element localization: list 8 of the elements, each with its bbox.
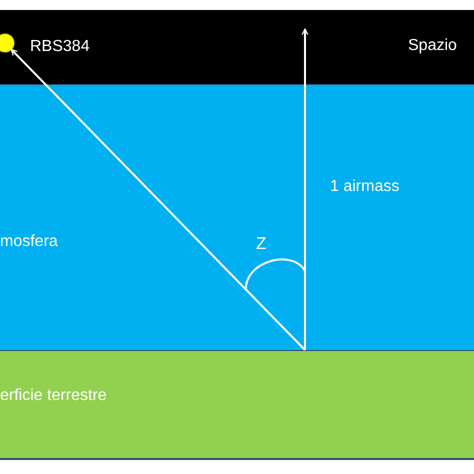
ground-band [0,350,474,460]
angle-label: Z [256,235,266,252]
region-label: mosfera [0,234,58,250]
airmass-label: 1 airmass [330,179,400,195]
arrow [10,48,306,351]
region-label: Spazio [408,38,457,54]
region-label: erficie terrestre [0,388,107,404]
star-label: RBS384 [30,39,90,55]
